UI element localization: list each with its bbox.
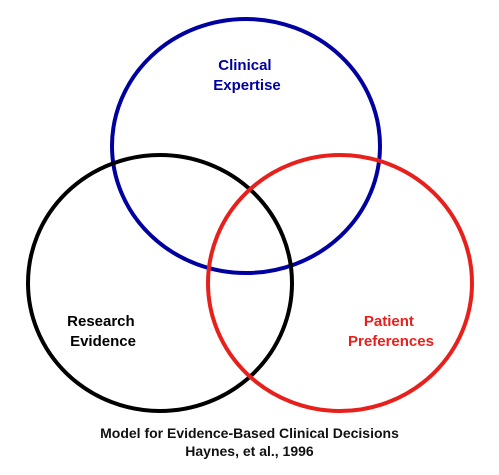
patient-preferences-label-line2: Preferences — [348, 333, 434, 350]
research-evidence-label-line2: Evidence — [70, 333, 136, 350]
research-evidence-circle — [26, 153, 294, 413]
patient-preferences-label: Patient Preferences — [348, 313, 434, 350]
clinical-expertise-circle — [110, 17, 382, 275]
research-evidence-label: Research Evidence — [67, 313, 139, 350]
patient-preferences-circle — [206, 153, 474, 413]
patient-preferences-label-line1: Patient — [364, 313, 414, 330]
caption-title: Model for Evidence-Based Clinical Decisi… — [100, 425, 399, 441]
research-evidence-label-line1: Research — [67, 313, 135, 330]
clinical-expertise-label-line1: Clinical — [218, 57, 271, 74]
caption-citation: Haynes, et al., 1996 — [185, 443, 314, 459]
clinical-expertise-label: Clinical Expertise — [213, 57, 281, 94]
clinical-expertise-label-line2: Expertise — [213, 77, 281, 94]
